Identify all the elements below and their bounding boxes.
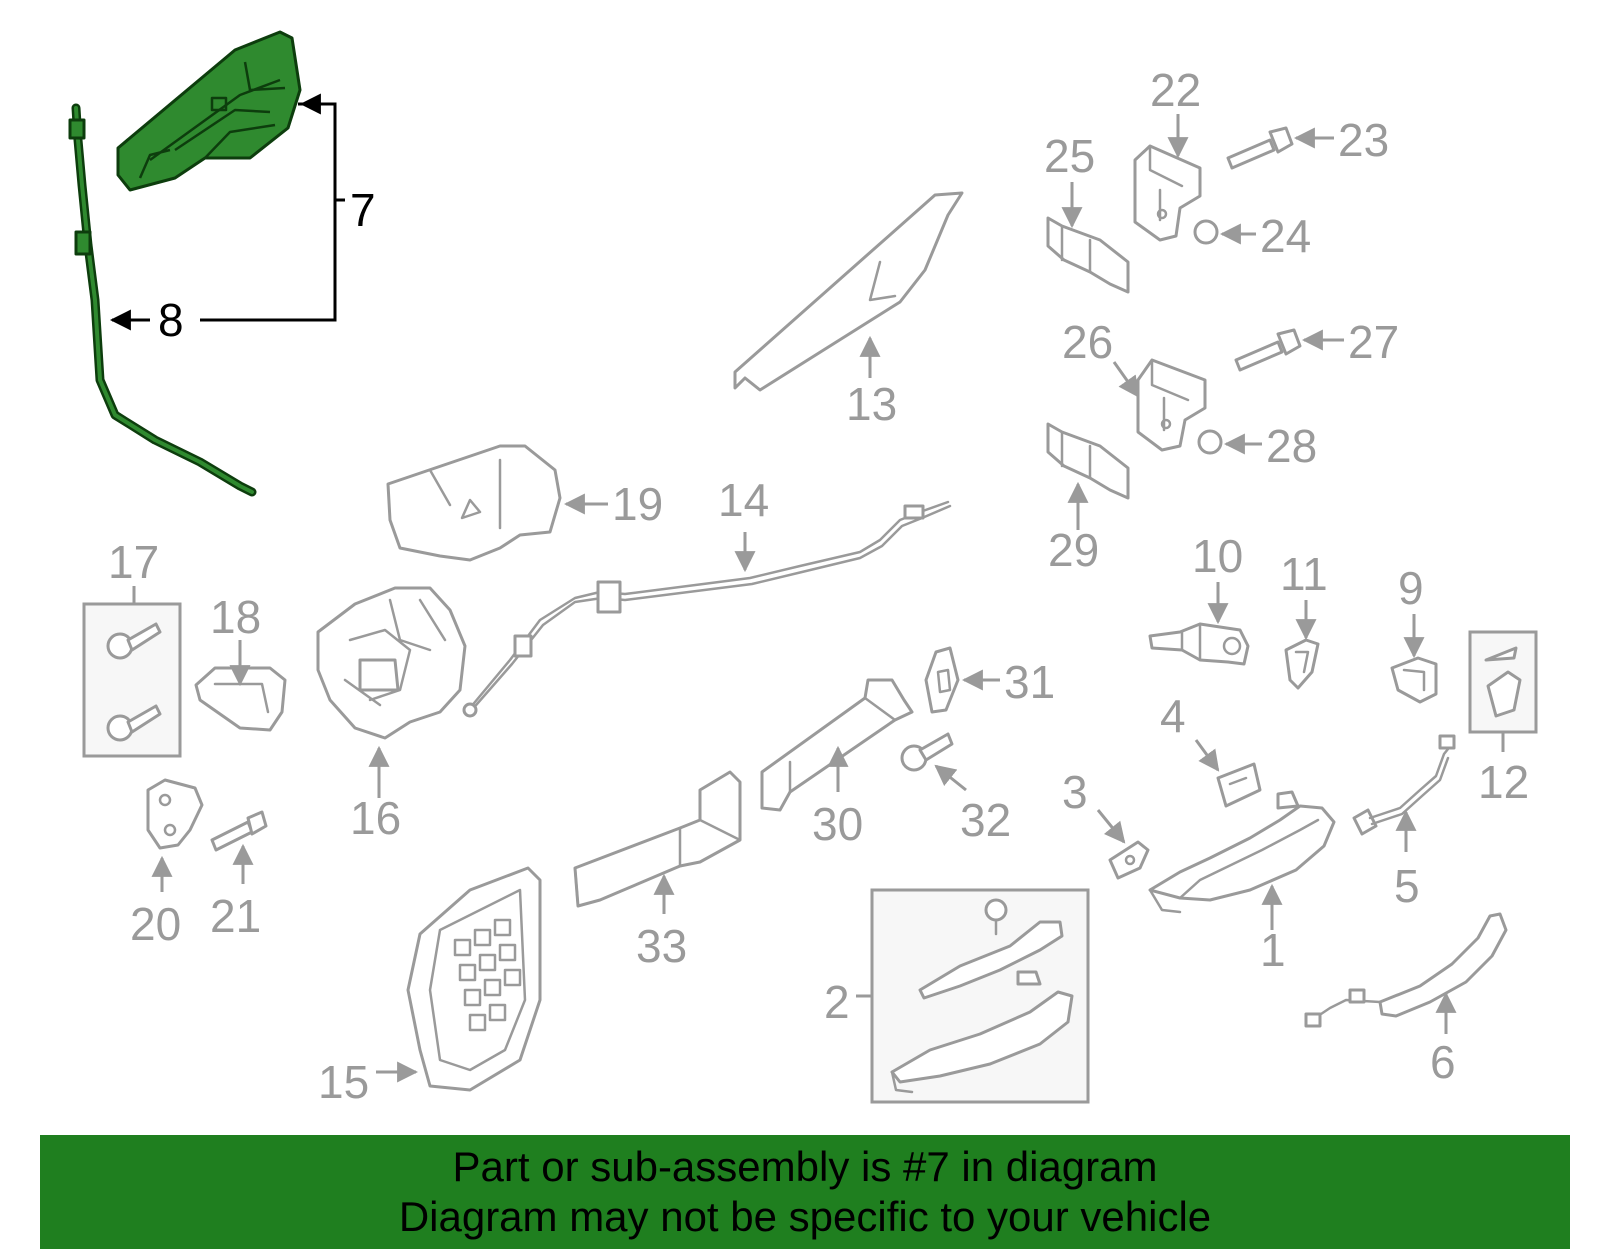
callout-29: 29 xyxy=(1048,524,1099,576)
part-6-handle-wiring xyxy=(1304,912,1508,1028)
part-4-cover xyxy=(1216,762,1262,808)
part-23-bolt xyxy=(1226,126,1294,170)
part-5-wiring xyxy=(1352,734,1456,836)
part-24-bushing xyxy=(1193,219,1219,245)
callout-12: 12 xyxy=(1478,756,1529,808)
callout-7: 7 xyxy=(350,184,376,236)
callout-27: 27 xyxy=(1348,316,1399,368)
info-banner: Part or sub-assembly is #7 in diagram Di… xyxy=(40,1135,1570,1249)
banner-line-1: Part or sub-assembly is #7 in diagram xyxy=(452,1143,1158,1190)
callout-31: 31 xyxy=(1004,656,1055,708)
callout-30: 30 xyxy=(812,798,863,850)
part-8-cable[interactable] xyxy=(68,103,257,497)
callout-18: 18 xyxy=(210,591,261,643)
part-3-plate xyxy=(1108,840,1150,880)
callout-17: 17 xyxy=(108,536,159,588)
part-21-bolt xyxy=(210,810,268,852)
part-12-cap xyxy=(1484,646,1522,718)
part-26-hinge xyxy=(1136,358,1207,452)
part-17-screws xyxy=(106,622,162,742)
callout-4: 4 xyxy=(1160,690,1186,742)
callout-14: 14 xyxy=(718,474,769,526)
part-16-latch xyxy=(316,586,467,740)
callout-10: 10 xyxy=(1192,530,1243,582)
part-14-cable xyxy=(462,500,952,718)
part-20-striker xyxy=(146,778,204,850)
callout-32: 32 xyxy=(960,794,1011,846)
callout-23: 23 xyxy=(1338,114,1389,166)
callout-24: 24 xyxy=(1260,210,1311,262)
part-31-gasket xyxy=(924,646,960,714)
part-27-bolt xyxy=(1234,328,1302,372)
callout-2: 2 xyxy=(824,976,850,1028)
part-32-bolt xyxy=(900,732,954,772)
callout-22: 22 xyxy=(1150,64,1201,116)
callout-15: 15 xyxy=(318,1056,369,1108)
callout-6: 6 xyxy=(1430,1036,1456,1088)
part-13-trim xyxy=(733,191,964,392)
callout-5: 5 xyxy=(1394,860,1420,912)
callout-25: 25 xyxy=(1044,130,1095,182)
part-33-door-check xyxy=(573,770,742,908)
part-25-plate xyxy=(1046,216,1130,294)
callout-20: 20 xyxy=(130,898,181,950)
callout-33: 33 xyxy=(636,920,687,972)
callout-8: 8 xyxy=(158,294,184,346)
part-7-lock-actuator[interactable] xyxy=(116,30,302,192)
part-15-panel xyxy=(406,866,542,1092)
part-1-handle xyxy=(1148,790,1336,914)
callout-26: 26 xyxy=(1062,316,1113,368)
part-10-lock-cylinder xyxy=(1148,622,1250,666)
callout-1: 1 xyxy=(1260,924,1286,976)
part-22-hinge xyxy=(1133,144,1202,242)
callout-11: 11 xyxy=(1280,548,1328,600)
callout-19: 19 xyxy=(612,478,663,530)
callout-21: 21 xyxy=(210,890,261,942)
part-19-cover xyxy=(386,444,562,562)
callout-28: 28 xyxy=(1266,420,1317,472)
callout-3: 3 xyxy=(1062,766,1088,818)
part-28-bushing xyxy=(1197,429,1223,455)
banner-line-2: Diagram may not be specific to your vehi… xyxy=(398,1193,1212,1240)
part-2-handle-kit xyxy=(890,898,1074,1094)
callout-9: 9 xyxy=(1398,562,1424,614)
part-29-plate xyxy=(1046,422,1130,500)
part-11-cap xyxy=(1284,638,1320,690)
part-9-clip xyxy=(1390,656,1438,704)
part-30-strap xyxy=(760,678,914,812)
callout-16: 16 xyxy=(350,792,401,844)
callout-13: 13 xyxy=(846,378,897,430)
